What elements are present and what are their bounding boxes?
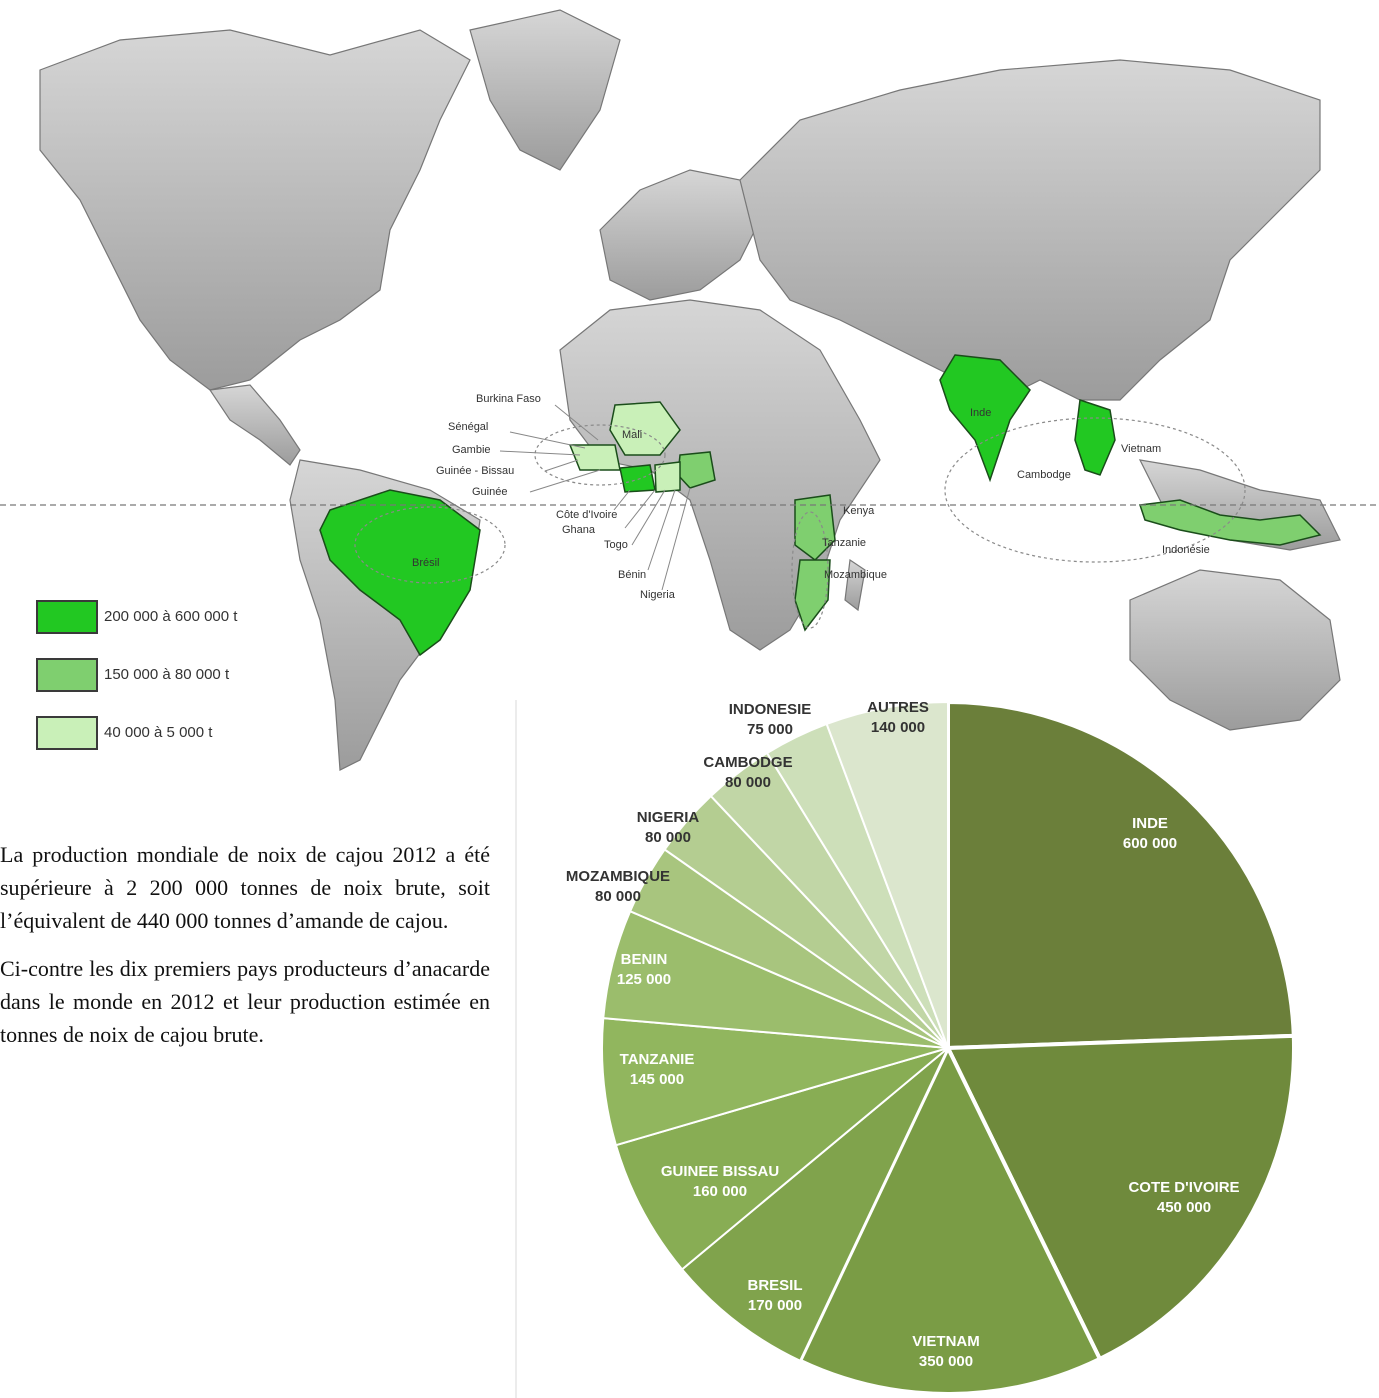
label-nigeria: Nigeria bbox=[640, 589, 676, 601]
pie-category-label: INDE bbox=[1132, 815, 1168, 832]
legend-swatch-high bbox=[36, 600, 98, 634]
pie-slice-tanzanie bbox=[601, 1017, 949, 1147]
label-guinee: Guinée bbox=[472, 486, 507, 498]
label-cambodge: Cambodge bbox=[1017, 469, 1071, 481]
pie-value-label: 600 000 bbox=[1123, 835, 1177, 852]
pie-category-label: BRESIL bbox=[747, 1277, 802, 1294]
country-mozambique bbox=[794, 559, 831, 632]
label-kenya: Kenya bbox=[843, 505, 875, 517]
north-america-landmass bbox=[39, 29, 471, 391]
pie-category-label: CAMBODGE bbox=[703, 754, 792, 771]
description-paragraph-2: Ci-contre les dix premiers pays producte… bbox=[0, 956, 490, 1047]
legend-swatch-mid bbox=[36, 658, 98, 692]
pie-slice-guinee-bissau bbox=[614, 1047, 949, 1271]
pie-value-label: 160 000 bbox=[693, 1183, 747, 1200]
greenland-landmass bbox=[469, 9, 621, 171]
label-gambie: Gambie bbox=[452, 444, 491, 456]
pie-value-label: 125 000 bbox=[617, 971, 671, 988]
west-africa-circle bbox=[534, 424, 666, 486]
label-burkina-faso: Burkina Faso bbox=[476, 393, 541, 405]
label-togo: Togo bbox=[604, 539, 628, 551]
description-paragraph-1: La production mondiale de noix de cajou … bbox=[0, 842, 490, 933]
label-tanzanie: Tanzanie bbox=[822, 537, 866, 549]
label-ghana: Ghana bbox=[562, 524, 596, 536]
pie-category-label: TANZANIE bbox=[620, 1051, 695, 1068]
description-text: La production mondiale de noix de cajou … bbox=[0, 838, 490, 1066]
pie-value-label: 80 000 bbox=[725, 774, 771, 791]
madagascar-landmass bbox=[844, 558, 866, 612]
pie-slice-vietnam bbox=[797, 1043, 1103, 1396]
country-ghana-togo-benin bbox=[654, 461, 681, 493]
legend-row-low: 40 000 à 5 000 t bbox=[36, 716, 336, 774]
map-labels: Burkina Faso Sénégal Gambie Guinée - Bis… bbox=[412, 393, 1210, 601]
pie-value-label: 350 000 bbox=[919, 1353, 973, 1370]
legend-label-high: 200 000 à 600 000 t bbox=[104, 608, 238, 625]
pie-category-label: BENIN bbox=[621, 951, 668, 968]
country-guinea-region bbox=[568, 444, 621, 471]
pie-slice-inde bbox=[946, 699, 1296, 1051]
pie-value-label: 170 000 bbox=[748, 1297, 802, 1314]
legend-label-mid: 150 000 à 80 000 t bbox=[104, 666, 230, 683]
pie-value-label: 140 000 bbox=[871, 719, 925, 736]
producer-countries bbox=[319, 354, 1322, 657]
pie-value-label: 145 000 bbox=[630, 1071, 684, 1088]
country-india bbox=[939, 354, 1031, 483]
legend-swatch-low bbox=[36, 716, 98, 750]
pie-category-label: MOZAMBIQUE bbox=[566, 868, 670, 885]
asia-landmass bbox=[739, 59, 1321, 401]
label-benin: Bénin bbox=[618, 569, 646, 581]
pie-slice-autres bbox=[825, 700, 949, 1049]
pie-slice-cote-d-ivoire bbox=[944, 1033, 1296, 1362]
australia-landmass bbox=[1129, 569, 1341, 731]
label-mozambique: Mozambique bbox=[824, 569, 887, 581]
label-senegal: Sénégal bbox=[448, 421, 488, 433]
central-america-landmass bbox=[208, 384, 301, 466]
world-map: Burkina Faso Sénégal Gambie Guinée - Bis… bbox=[0, 9, 1379, 771]
legend-row-high: 200 000 à 600 000 t bbox=[36, 600, 336, 658]
label-guinee-bissau: Guinée - Bissau bbox=[436, 465, 514, 477]
label-bresil: Brésil bbox=[412, 557, 440, 569]
label-mali: Mali bbox=[622, 429, 642, 441]
label-indonesie: Indonésie bbox=[1162, 544, 1210, 556]
pie-category-label: COTE D'IVOIRE bbox=[1128, 1179, 1239, 1196]
legend-row-mid: 150 000 à 80 000 t bbox=[36, 658, 336, 716]
brazil-circle bbox=[354, 506, 506, 584]
country-indonesia bbox=[1138, 499, 1322, 546]
label-cote-divoire: Côte d'Ivoire bbox=[556, 509, 617, 521]
asia-circle bbox=[944, 417, 1246, 563]
country-mali bbox=[609, 401, 681, 456]
pie-category-label: VIETNAM bbox=[912, 1333, 980, 1350]
east-africa-circle bbox=[791, 511, 829, 629]
region-circles bbox=[354, 417, 1246, 629]
map-legend: 200 000 à 600 000 t 150 000 à 80 000 t 4… bbox=[36, 600, 336, 774]
pie-category-label: INDONESIE bbox=[729, 701, 812, 718]
country-tanzania-kenya bbox=[794, 494, 836, 561]
pie-value-label: 80 000 bbox=[595, 888, 641, 905]
pie-category-label: AUTRES bbox=[867, 699, 929, 716]
label-leaders bbox=[499, 404, 691, 591]
label-vietnam: Vietnam bbox=[1121, 443, 1161, 455]
label-inde: Inde bbox=[970, 407, 991, 419]
pie-slices bbox=[601, 699, 1296, 1396]
pie-value-label: 80 000 bbox=[645, 829, 691, 846]
legend-label-low: 40 000 à 5 000 t bbox=[104, 724, 213, 741]
pie-value-label: 450 000 bbox=[1157, 1199, 1211, 1216]
pie-value-label: 75 000 bbox=[747, 721, 793, 738]
country-brazil bbox=[319, 489, 481, 657]
pie-category-label: NIGERIA bbox=[637, 809, 700, 826]
europe-landmass bbox=[599, 169, 761, 301]
pie-slice-bresil bbox=[680, 1047, 949, 1363]
pie-category-label: GUINEE BISSAU bbox=[661, 1163, 779, 1180]
